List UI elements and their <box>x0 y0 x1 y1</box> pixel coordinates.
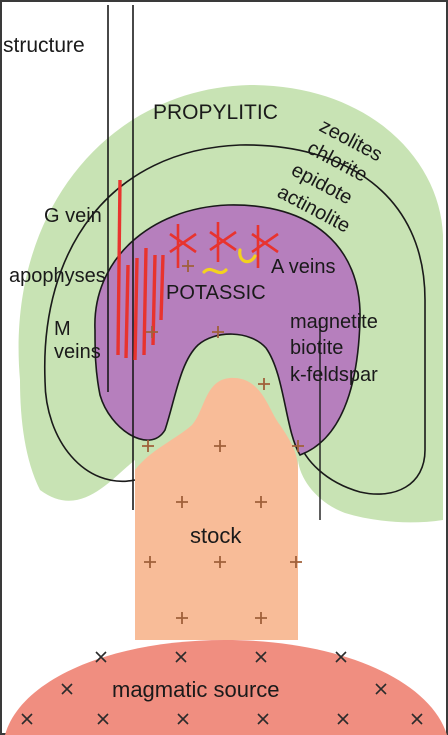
magnetite-label: magnetite <box>290 311 378 333</box>
potassic-label: POTASSIC <box>166 282 266 304</box>
m-veins-label-line1: M <box>54 318 71 340</box>
m-vein <box>144 248 146 355</box>
g-vein <box>118 180 120 355</box>
apophyses-label: apophyses <box>9 265 106 287</box>
m-veins-label-line2: veins <box>54 341 101 363</box>
propylitic-label: PROPYLITIC <box>153 101 278 124</box>
m-vein <box>135 258 137 360</box>
k-feldspar-label: k-feldspar <box>290 364 378 386</box>
biotite-label: biotite <box>290 337 343 359</box>
magmatic-source-label: magmatic source <box>112 677 280 702</box>
a-veins-label: A veins <box>271 256 335 278</box>
structure-label: structure <box>3 34 85 57</box>
m-vein <box>161 255 163 320</box>
stock-label: stock <box>190 523 242 548</box>
m-vein <box>126 265 128 358</box>
g-vein-label: G vein <box>44 205 102 227</box>
